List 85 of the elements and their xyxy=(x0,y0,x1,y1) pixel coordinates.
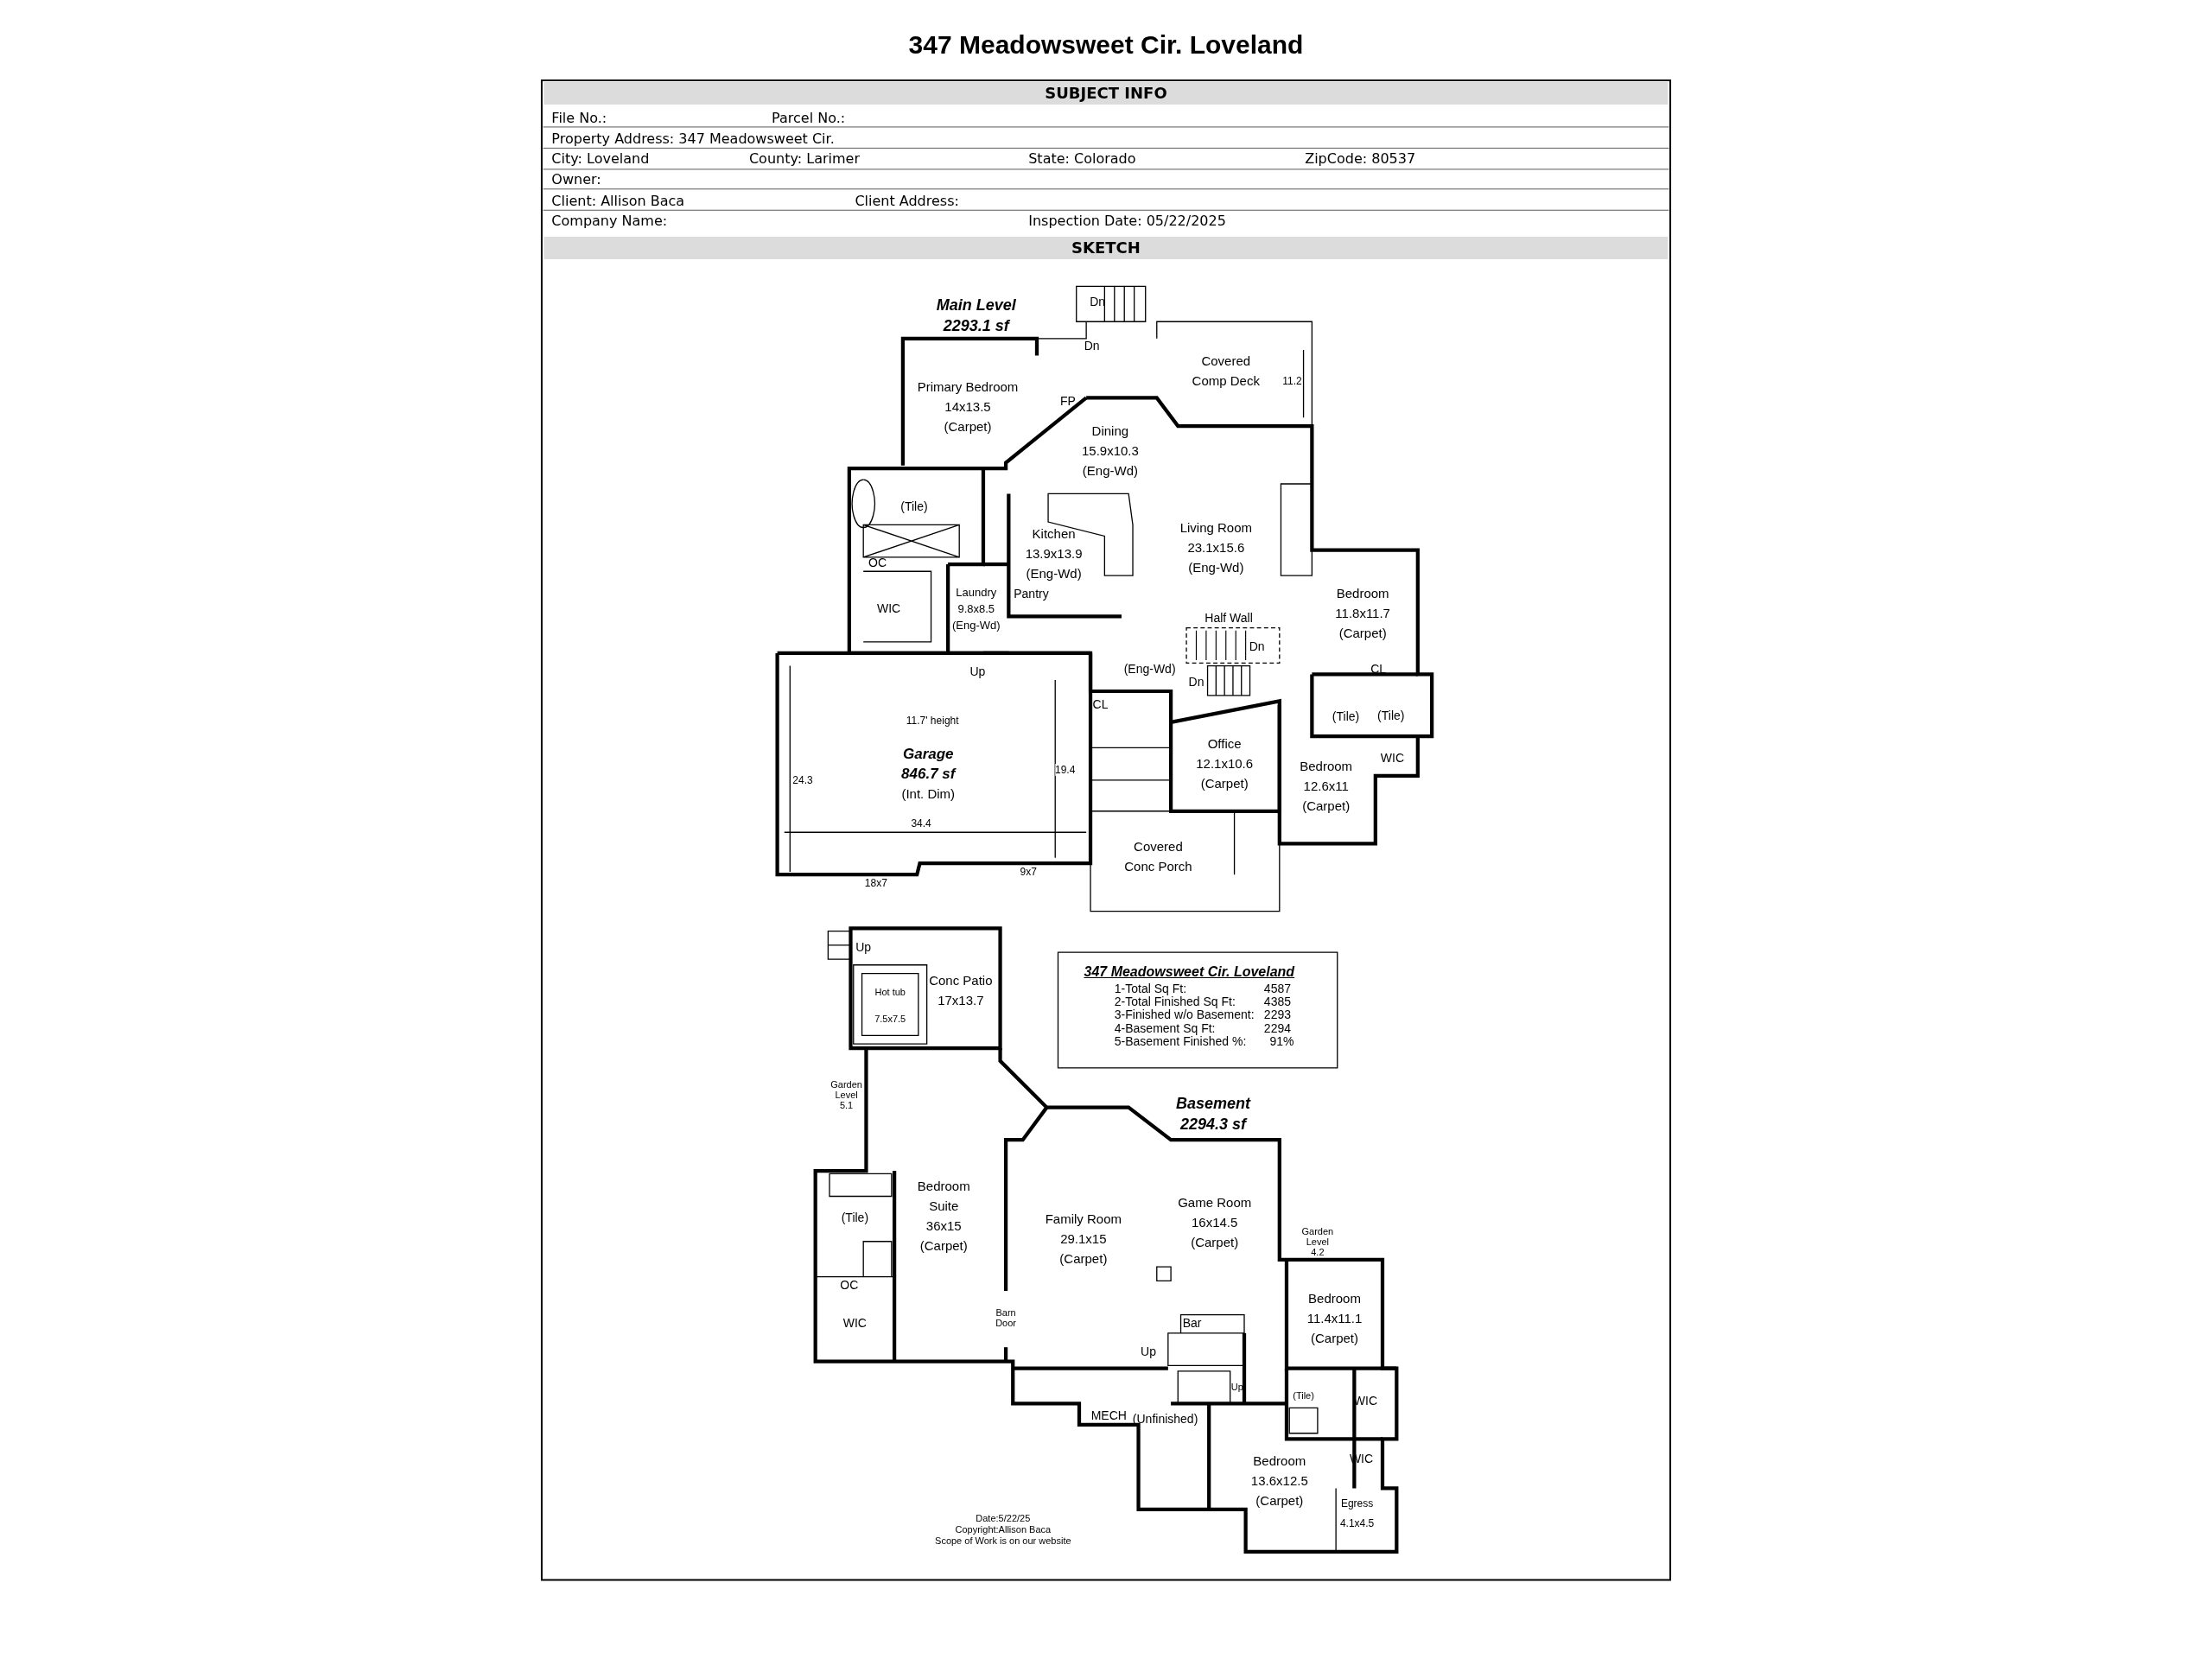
plan-label: (Eng-Wd) xyxy=(1123,661,1176,676)
room-label: Covered Conc Porch xyxy=(1123,836,1193,876)
summary-text: 2294 xyxy=(1263,1021,1291,1036)
plan-label: MECH xyxy=(1090,1408,1127,1422)
plan-label: WIC xyxy=(1380,750,1405,765)
plan-label: WIC xyxy=(876,601,901,615)
plan-label: (Unfinished) xyxy=(1132,1412,1198,1427)
form-field-text: Owner: xyxy=(551,170,601,188)
room-label: Garage 846.7 sf (Int. Dim) xyxy=(901,743,956,804)
dimension-text: 11.7' height xyxy=(906,715,959,728)
level-heading: Main Level xyxy=(936,296,1016,315)
page-title: 347 Meadowsweet Cir. Loveland xyxy=(908,30,1304,60)
note-text: Copyright:Allison Baca xyxy=(955,1523,1052,1535)
room-label: Bedroom 11.4x11.1 (Carpet) xyxy=(1306,1287,1363,1348)
room-label: Family Room 29.1x15 (Carpet) xyxy=(1045,1208,1122,1268)
plan-label: WIC xyxy=(842,1316,867,1331)
summary-text: 4-Basement Sq Ft: xyxy=(1114,1021,1216,1036)
form-field-text: Company Name: xyxy=(551,212,668,229)
room-label: Kitchen 13.9x13.9 (Eng-Wd) xyxy=(1025,523,1083,583)
form-field-text: ZipCode: 80537 xyxy=(1305,149,1416,167)
form-field-text: Parcel No.: xyxy=(772,109,846,125)
plan-label: (Tile) xyxy=(1332,709,1360,724)
dimension-text: 9x7 xyxy=(1020,865,1037,878)
form-field-text: Inspection Date: 05/22/2025 xyxy=(1028,212,1226,229)
form-field-text: City: Loveland xyxy=(551,149,650,167)
plan-label: Bar xyxy=(1182,1316,1202,1331)
plan-label: Up xyxy=(969,664,986,679)
summary-text: 2-Total Finished Sq Ft: xyxy=(1114,995,1236,1009)
room-label: Laundry 9.8x8.5 (Eng-Wd) xyxy=(951,583,1001,633)
plan-label: FP xyxy=(1059,393,1076,408)
plan-label: Up xyxy=(1141,1344,1156,1359)
room-label: Bedroom 13.6x12.5 (Carpet) xyxy=(1250,1450,1308,1510)
room-label: Primary Bedroom 14x13.5 (Carpet) xyxy=(917,376,1019,436)
plan-label: Up xyxy=(855,939,872,954)
plan-label: Pantry xyxy=(1014,587,1049,601)
form-field-text: File No.: xyxy=(551,109,607,125)
dimension-text: 24.3 xyxy=(792,773,813,786)
room-label: Living Room 23.1x15.6 (Eng-Wd) xyxy=(1179,517,1253,577)
section-header: SUBJECT INFO xyxy=(543,81,1669,105)
summary-text: 4587 xyxy=(1263,982,1291,996)
plan-label: Half Wall xyxy=(1205,611,1253,626)
plan-label: Dn xyxy=(1249,639,1265,653)
plan-label: Hot tub xyxy=(874,986,906,997)
room-label: Game Room 16x14.5 (Carpet) xyxy=(1178,1192,1252,1252)
note-text: Date:5/22/25 xyxy=(976,1512,1031,1523)
plan-label: 7.5x7.5 xyxy=(874,1013,906,1024)
summary-text: 4385 xyxy=(1263,995,1291,1009)
section-header: SKETCH xyxy=(543,237,1669,260)
room-label: Covered Comp Deck xyxy=(1191,351,1261,391)
note-text: Scope of Work is on our website xyxy=(935,1535,1071,1546)
summary-title: 347 Meadowsweet Cir. Loveland xyxy=(1084,963,1295,980)
summary-text: 2293 xyxy=(1263,1007,1291,1021)
level-heading: 2294.3 sf xyxy=(1180,1115,1247,1134)
plan-label: Garden Level 5.1 xyxy=(830,1078,863,1110)
plan-label: Dn xyxy=(1090,295,1106,309)
plan-label: (Tile) xyxy=(841,1210,869,1224)
form-field-text: Client Address: xyxy=(855,192,959,209)
form-field-text: Property Address: 347 Meadowsweet Cir. xyxy=(551,130,835,147)
plan-label: Garden Level 4.2 xyxy=(1300,1225,1335,1257)
dimension-text: 11.2 xyxy=(1282,374,1302,387)
room-label: Bedroom Suite 36x15 (Carpet) xyxy=(913,1176,975,1256)
level-heading: Basement xyxy=(1176,1094,1251,1113)
dimension-text: 19.4 xyxy=(1054,764,1076,777)
plan-label: OC xyxy=(868,556,887,570)
room-label: Bedroom 11.8x11.7 (Carpet) xyxy=(1335,582,1390,643)
plan-label: (Tile) xyxy=(1377,708,1405,722)
level-heading: 2293.1 sf xyxy=(943,316,1009,335)
plan-label: CL xyxy=(1092,696,1109,711)
plan-label: (Tile) xyxy=(1293,1389,1314,1401)
room-label: Bedroom 12.6x11 (Carpet) xyxy=(1300,755,1353,816)
plan-label: OC xyxy=(840,1278,859,1293)
plan-label: Dn xyxy=(1084,339,1100,353)
room-label: Dining 15.9x10.3 (Eng-Wd) xyxy=(1081,420,1139,480)
room-label: Egress 4.1x4.5 xyxy=(1339,1493,1375,1534)
plan-label: CL xyxy=(1370,661,1387,676)
form-field-text: Client: Allison Baca xyxy=(551,192,685,209)
plan-label: Dn xyxy=(1188,674,1205,689)
summary-text: 1-Total Sq Ft: xyxy=(1114,982,1187,996)
form-field-text: County: Larimer xyxy=(748,149,860,167)
plan-label: Up xyxy=(1230,1381,1243,1392)
form-field-text: State: Colorado xyxy=(1028,149,1136,167)
plan-label: (Tile) xyxy=(900,499,928,514)
plan-label: Barn Door xyxy=(995,1306,1017,1328)
room-label: Conc Patio 17x13.7 xyxy=(929,970,993,1011)
summary-text: 91% xyxy=(1269,1033,1294,1048)
